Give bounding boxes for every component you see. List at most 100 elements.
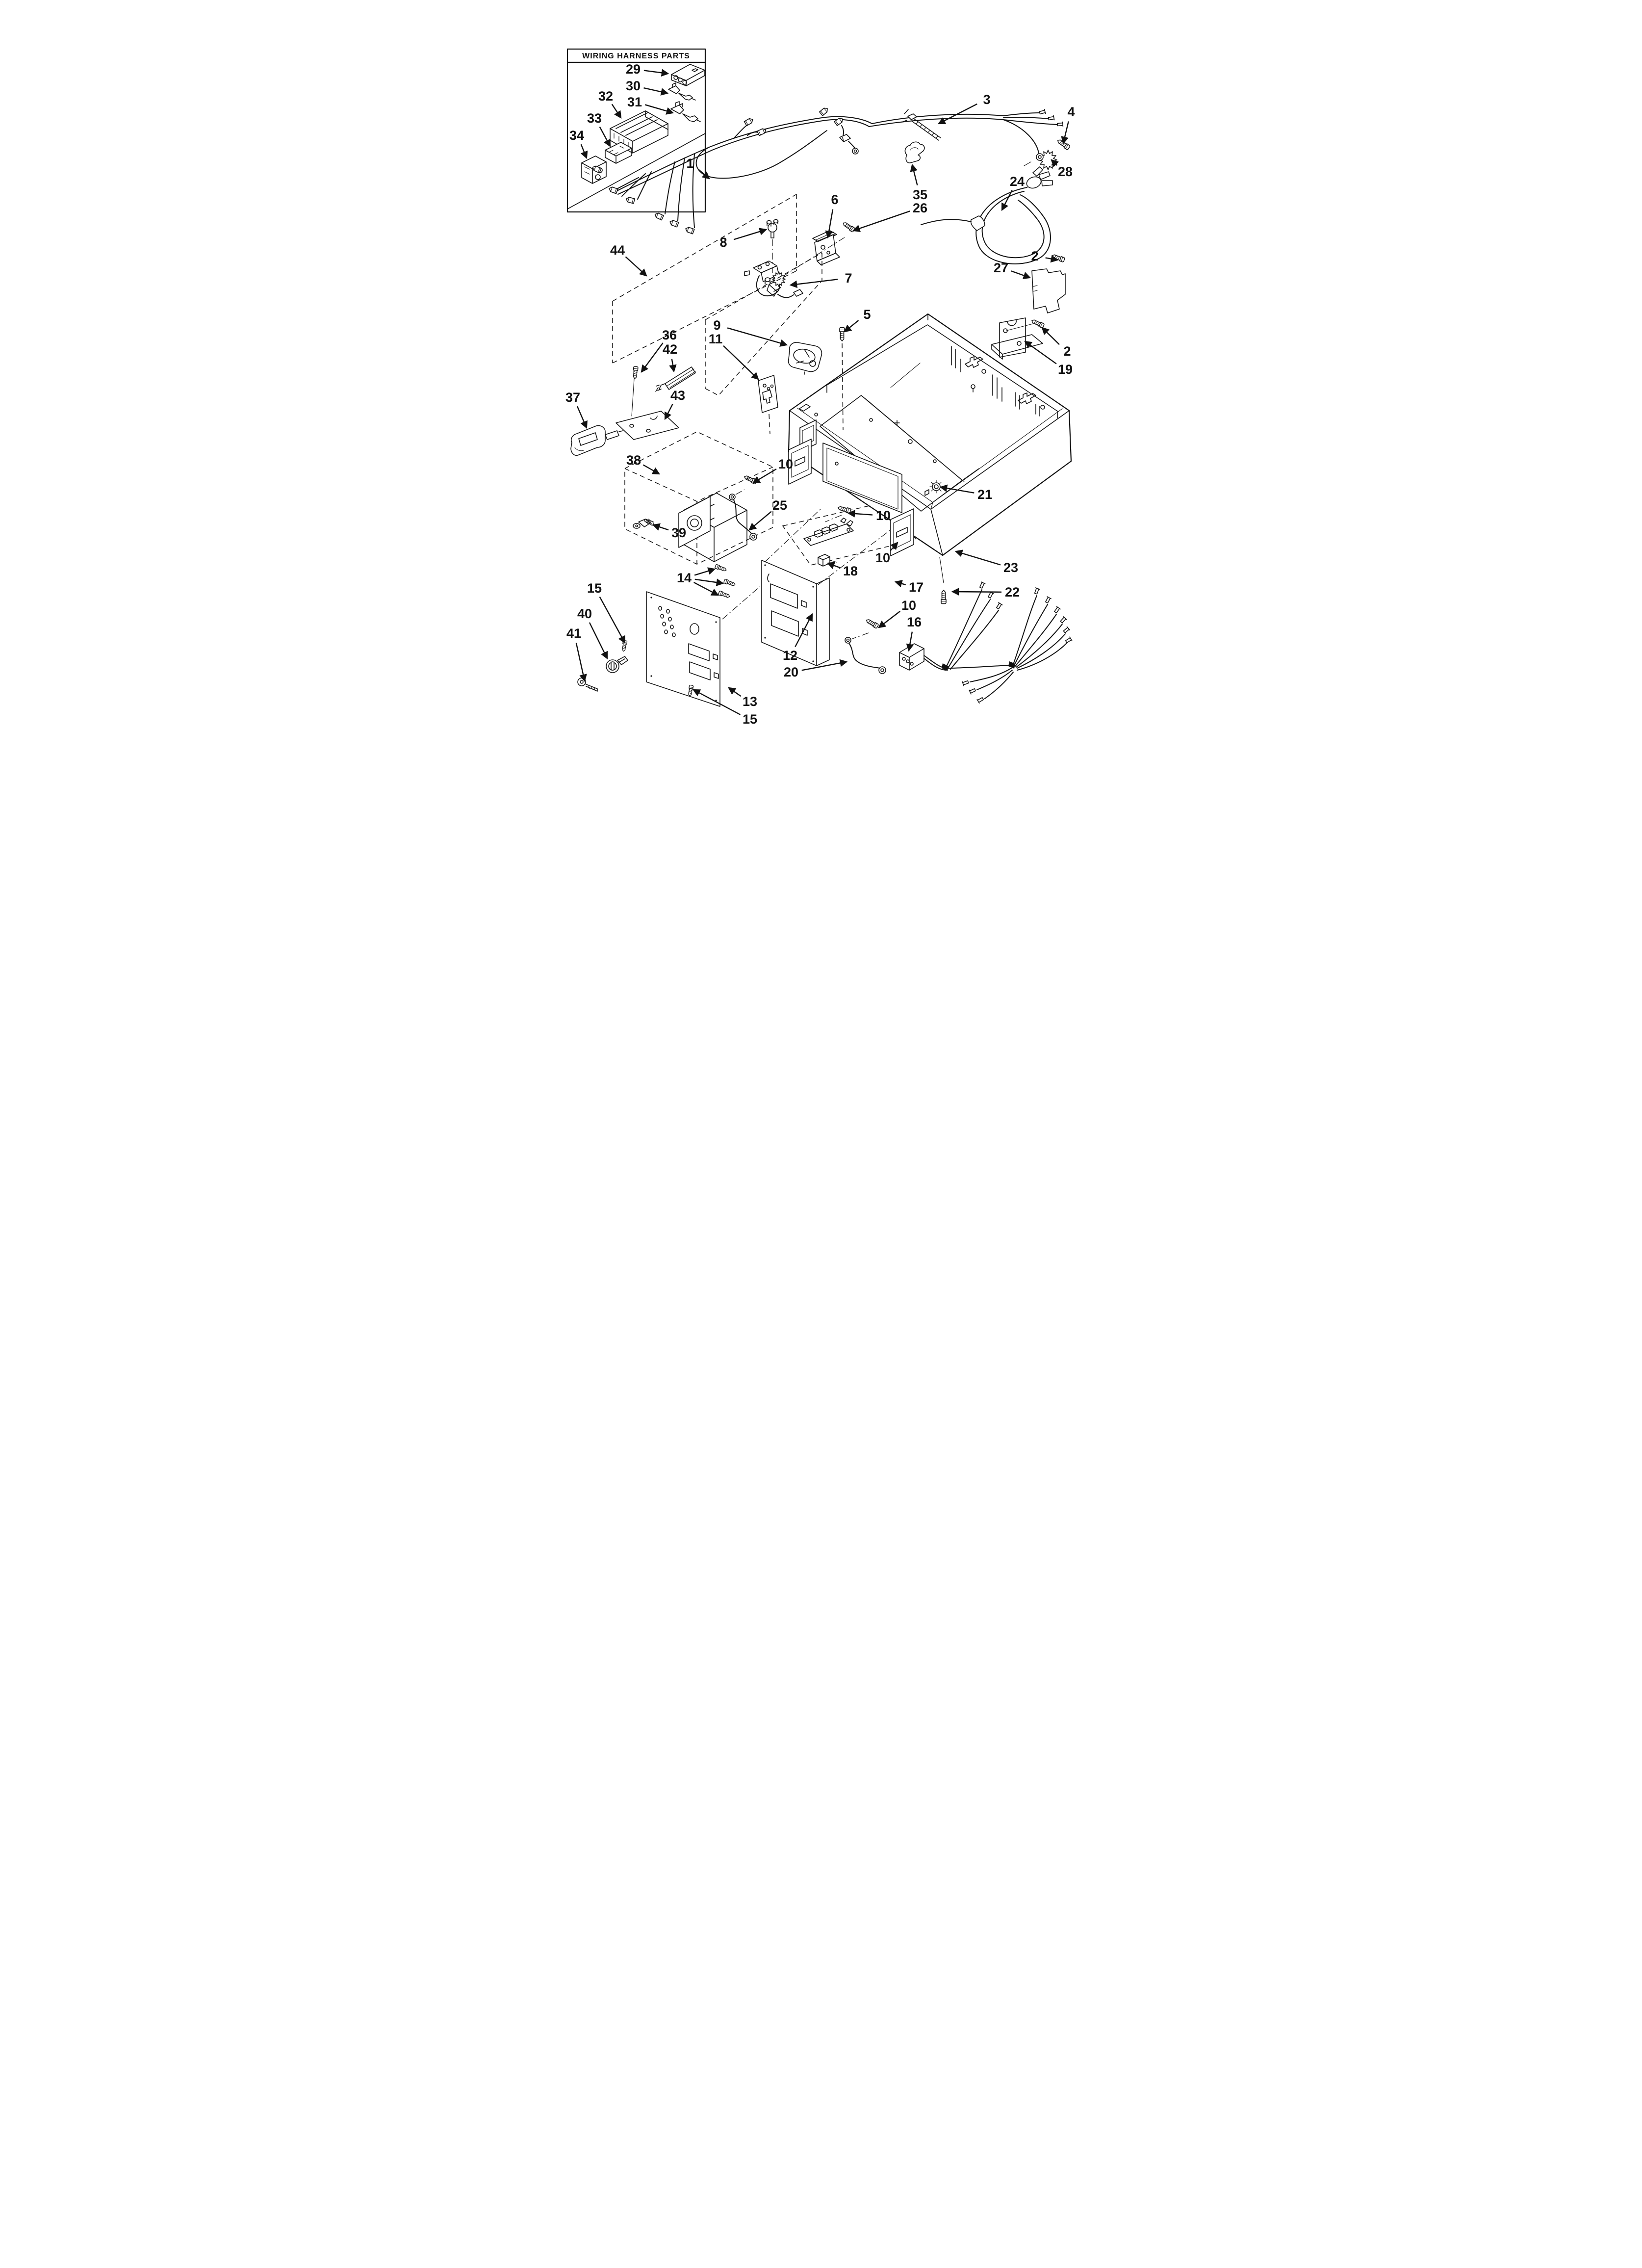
callout-30: 30 [626, 78, 669, 96]
callout-arrow [644, 104, 674, 115]
callout-label: 20 [784, 665, 798, 679]
callout-label: 27 [994, 261, 1008, 275]
callout-label: 29 [626, 62, 641, 77]
callout-arrow [825, 209, 834, 239]
callout-2: 2 [1041, 327, 1071, 359]
callout-25: 25 [748, 498, 787, 531]
callout-arrow [694, 567, 716, 576]
callout-4: 4 [1061, 104, 1075, 145]
part-23-console-chassis [788, 313, 1072, 583]
callout-label: 21 [977, 487, 992, 502]
callout-arrow [641, 342, 664, 373]
callout-label: 9 [713, 318, 720, 333]
callout-arrow [693, 581, 719, 596]
callout-arrow [698, 169, 710, 180]
callout-arrow [576, 406, 588, 429]
star-washer-icon [772, 271, 786, 287]
part-16-harness [899, 589, 1068, 699]
screw-22-leader [939, 557, 944, 583]
two-pin-plug-icon [839, 134, 851, 142]
callout-10: 10 [847, 508, 891, 523]
callout-label: 36 [662, 328, 677, 342]
spade-terminal-icon [987, 591, 994, 599]
screw-icon [688, 684, 694, 697]
part-43-bracket [616, 378, 679, 440]
callout-11: 11 [709, 332, 759, 380]
callout-arrow [748, 511, 772, 531]
callout-29: 29 [626, 62, 669, 77]
callout-arrow [801, 659, 848, 671]
callout-arrow [954, 549, 1001, 566]
screw-icon [1057, 139, 1070, 150]
callout-label: 7 [845, 271, 852, 286]
callout-label: 6 [831, 192, 838, 207]
connector-plug-icon [757, 128, 767, 136]
part-34-connector [581, 156, 607, 184]
callout-label: 14 [677, 571, 692, 585]
callout-7: 7 [789, 271, 852, 288]
spade-terminal-icon [1056, 121, 1064, 127]
callout-arrow [625, 256, 647, 277]
callout-arrow [643, 87, 669, 96]
callout-9: 9 [713, 318, 788, 347]
callout-37: 37 [565, 390, 588, 429]
hardware-icons [592, 107, 1073, 704]
callout-label: 8 [719, 235, 727, 250]
part-3-cable-tie [901, 109, 941, 141]
part-25-ground-wire [729, 489, 757, 541]
callout-label: 35 [913, 187, 927, 202]
callout-label: 39 [671, 525, 686, 540]
part-35-clip [904, 141, 925, 163]
callout-label: 10 [876, 508, 891, 523]
callout-label: 19 [1058, 362, 1073, 377]
callout-arrow [599, 126, 611, 148]
callout-arrow [789, 279, 838, 288]
screw-icon [744, 475, 757, 484]
callout-label: 38 [626, 453, 641, 468]
callout-label: 24 [1010, 174, 1025, 189]
callout-26: 26 [852, 201, 927, 233]
part-32-connector [610, 110, 668, 154]
part-24-power-cord [921, 166, 1053, 264]
callout-label: 26 [913, 201, 927, 215]
part-27-cover [1031, 268, 1066, 313]
callout-arrow [580, 144, 588, 159]
callout-label: 15 [743, 712, 757, 727]
callout-arrow [1011, 270, 1031, 279]
callout-17: 17 [894, 580, 924, 595]
connector-plug-icon [819, 107, 828, 116]
ring-terminal-icon [852, 148, 859, 155]
callout-arrow [852, 210, 910, 233]
screw-icon [633, 366, 639, 379]
callout-19: 19 [1024, 340, 1073, 377]
callout-arrow [694, 578, 724, 586]
cord-boot [1026, 176, 1042, 189]
callout-20: 20 [784, 659, 848, 679]
spade-terminal-icon [976, 697, 984, 704]
callout-14: 14 [677, 567, 724, 596]
callout-label: 18 [843, 564, 858, 578]
screw-icon [1052, 254, 1065, 262]
part-42-shaft [655, 366, 696, 392]
part-41-key [577, 678, 598, 692]
connector-plug-icon [685, 227, 695, 235]
screw-icon [1031, 319, 1045, 328]
callout-label: 37 [565, 390, 580, 405]
part-20-ground-wire [845, 637, 886, 674]
callout-arrow [728, 687, 742, 697]
connector-plug-icon [592, 165, 602, 174]
part-7-switch-assembly [744, 261, 803, 298]
callout-arrow [937, 103, 977, 125]
callout-label: 1 [686, 156, 693, 171]
callout-arrow [826, 562, 841, 569]
spade-terminal-icon [996, 602, 1003, 610]
screw-icon [723, 579, 736, 586]
part-38-solenoid [678, 493, 747, 562]
callout-label: 30 [626, 78, 641, 93]
callout-3: 3 [937, 92, 991, 125]
callout-label: 4 [1067, 104, 1075, 119]
connector-plug-icon [834, 118, 843, 126]
callout-28: 28 [1051, 159, 1073, 179]
callout-22: 22 [951, 585, 1020, 600]
